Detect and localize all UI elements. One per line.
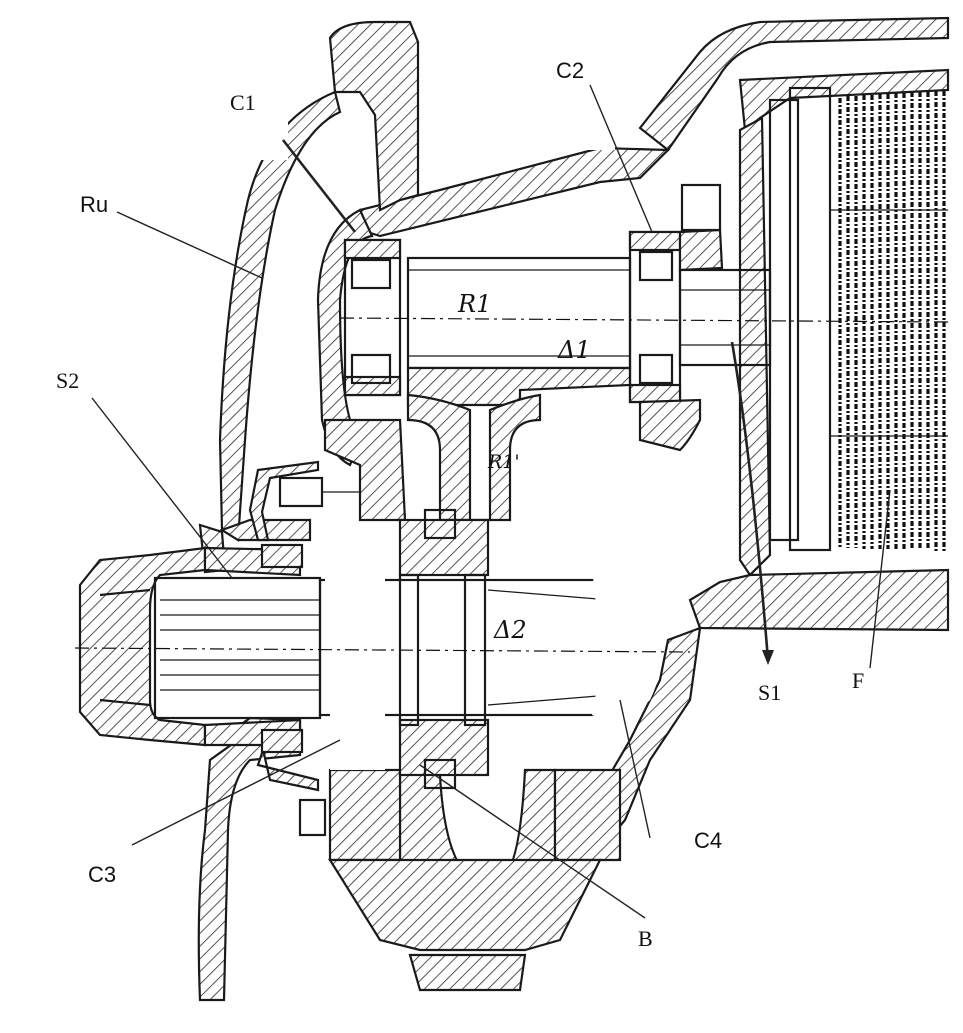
- label-c1: C1: [230, 90, 256, 115]
- output-shaft: [318, 508, 612, 790]
- output-hub: [78, 546, 322, 747]
- clutch-disc-pack: [768, 86, 948, 552]
- mark-r1-prime: R1': [487, 451, 520, 473]
- label-c4: C4: [694, 828, 722, 853]
- mark-r1: R1: [457, 290, 491, 318]
- large-gear-web: [328, 393, 622, 992]
- erased-areas: [228, 30, 664, 770]
- label-c2: C2: [556, 58, 584, 83]
- mark-delta2: Δ2: [493, 616, 527, 644]
- leader-lines: [91, 84, 891, 919]
- centre-lines: [74, 317, 949, 653]
- label-s1: S1: [758, 680, 781, 705]
- seal-assemblies: [248, 460, 360, 837]
- label-c3: C3: [88, 862, 116, 887]
- intermediate-shaft: [323, 183, 772, 522]
- label-ru: Ru: [80, 192, 108, 217]
- label-s2: S2: [56, 368, 79, 393]
- label-f: F: [852, 668, 864, 693]
- label-b: B: [638, 926, 653, 951]
- mark-delta1: Δ1: [557, 336, 591, 364]
